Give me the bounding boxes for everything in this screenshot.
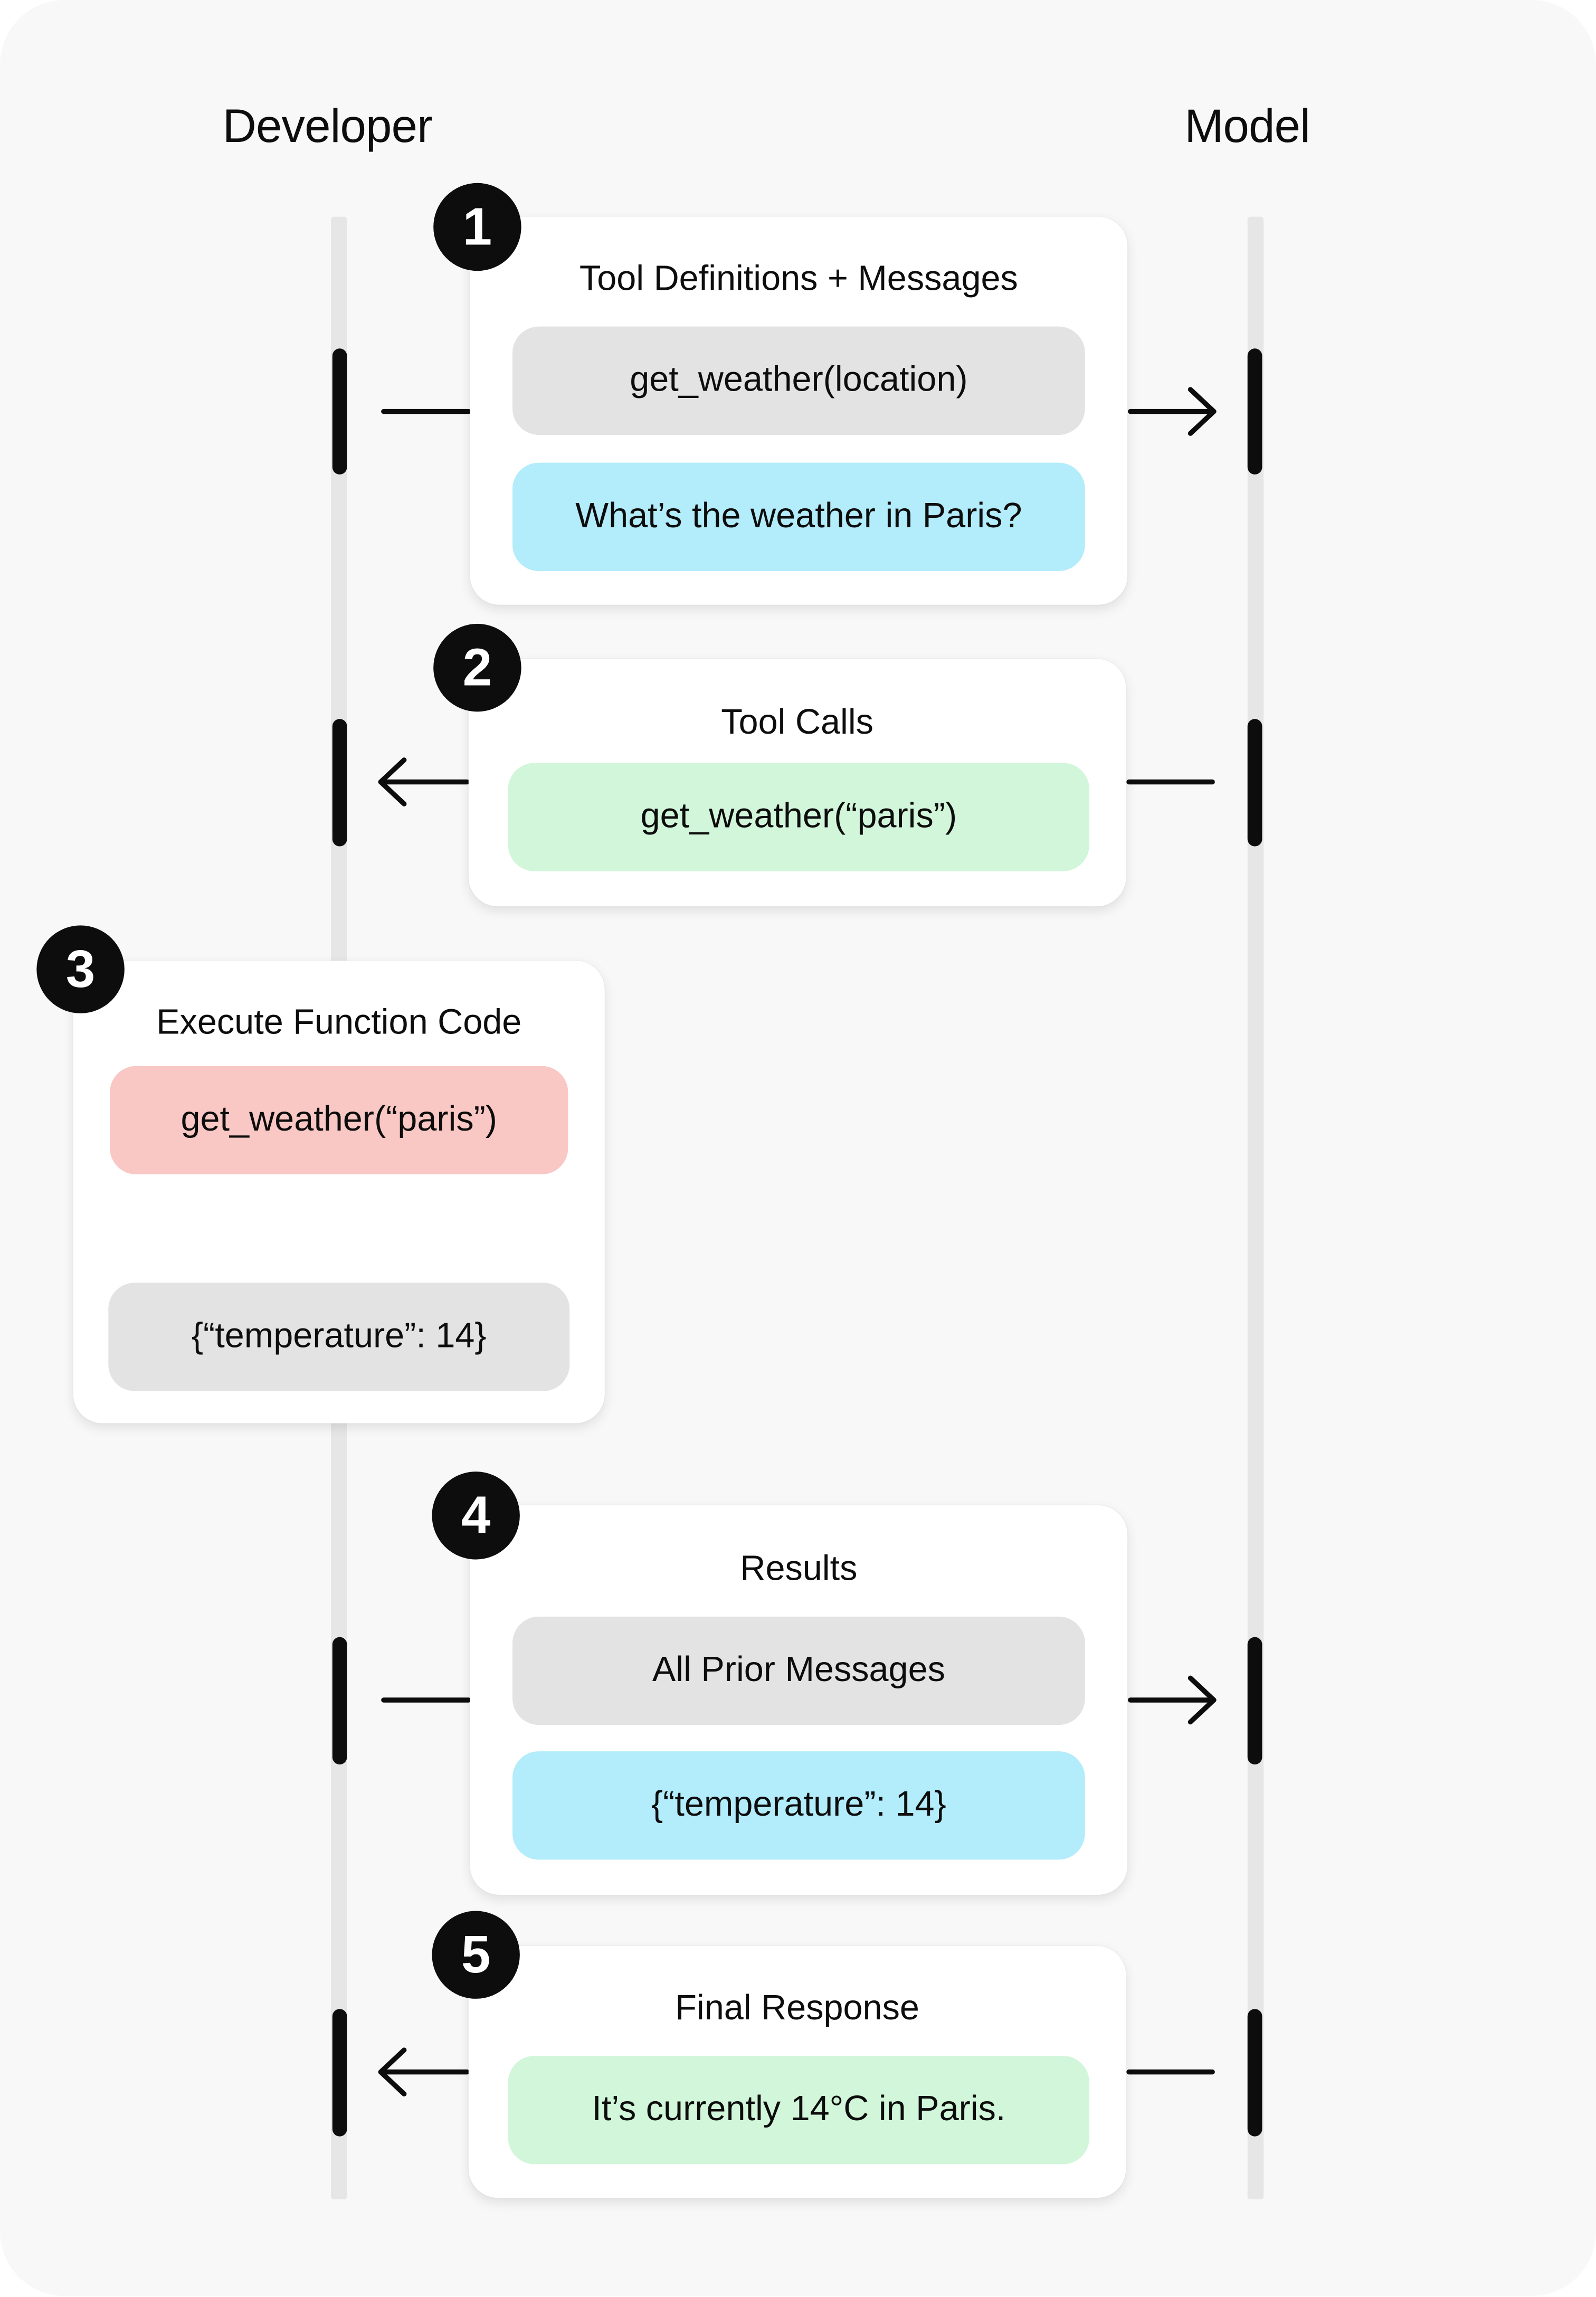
step-1-title: Tool Definitions + Messages (579, 259, 1018, 299)
tool-result-pill: {“temperature”: 14} (512, 1751, 1085, 1860)
developer-activation-4 (332, 1637, 347, 1765)
user-message-pill: What’s the weather in Paris? (512, 462, 1085, 571)
developer-activation-1 (332, 348, 347, 474)
step-2-card: Tool Calls get_weather(“paris”) (468, 659, 1126, 907)
step-1-card: Tool Definitions + Messages get_weather(… (470, 216, 1128, 605)
step-2-title: Tool Calls (721, 703, 873, 743)
developer-activation-5 (332, 2009, 347, 2137)
step-5-badge: 5 (432, 1911, 520, 1999)
step-4-badge: 4 (432, 1472, 520, 1560)
step-5-title: Final Response (675, 1988, 919, 2028)
developer-activation-2 (332, 719, 347, 847)
final-response-pill: It’s currently 14°C in Paris. (508, 2056, 1090, 2165)
step-4-title: Results (740, 1549, 858, 1589)
function-result-pill: {“temperature”: 14} (108, 1283, 570, 1391)
model-activation-1 (1247, 348, 1262, 474)
tool-definition-pill: get_weather(location) (512, 326, 1085, 435)
step-1-badge: 1 (433, 183, 521, 271)
step-2-badge: 2 (433, 623, 521, 712)
execute-function-pill: get_weather(“paris”) (110, 1066, 568, 1174)
tool-call-pill: get_weather(“paris”) (508, 763, 1090, 871)
model-activation-4 (1247, 1637, 1262, 1765)
model-column-title: Model (1184, 99, 1310, 153)
step-4-card: Results All Prior Messages {“temperature… (470, 1505, 1128, 1895)
step-3-badge: 3 (36, 925, 125, 1013)
step-3-card: Execute Function Code get_weather(“paris… (73, 960, 605, 1423)
step-3-title: Execute Function Code (156, 1003, 522, 1043)
prior-messages-pill: All Prior Messages (512, 1616, 1085, 1725)
developer-column-title: Developer (222, 99, 433, 153)
model-lifeline (1247, 216, 1264, 2200)
model-activation-5 (1247, 2009, 1262, 2137)
step-5-card: Final Response It’s currently 14°C in Pa… (468, 1946, 1126, 2198)
model-activation-2 (1247, 719, 1262, 847)
